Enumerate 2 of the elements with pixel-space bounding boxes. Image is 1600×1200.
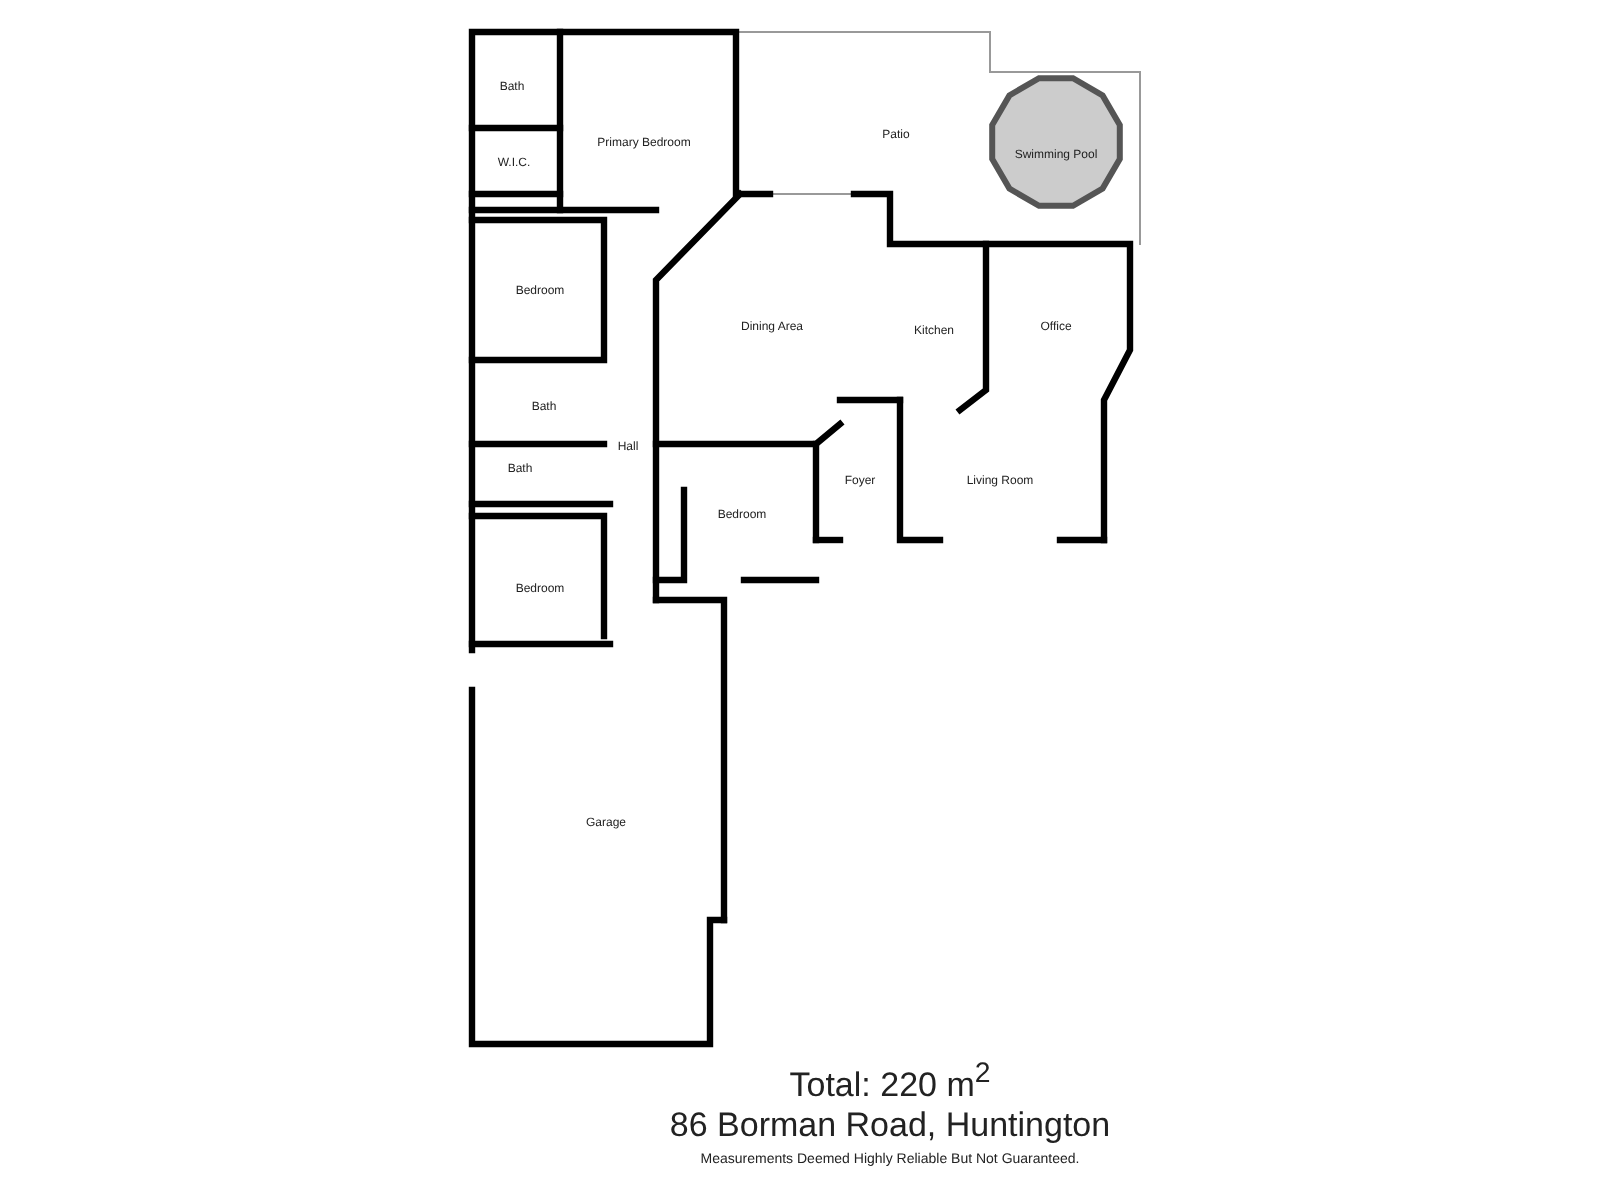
address-line: 86 Borman Road, Huntington [669, 1106, 1111, 1146]
total-area-heading: Total: 220 m$^{2}$ [789, 1058, 991, 1106]
